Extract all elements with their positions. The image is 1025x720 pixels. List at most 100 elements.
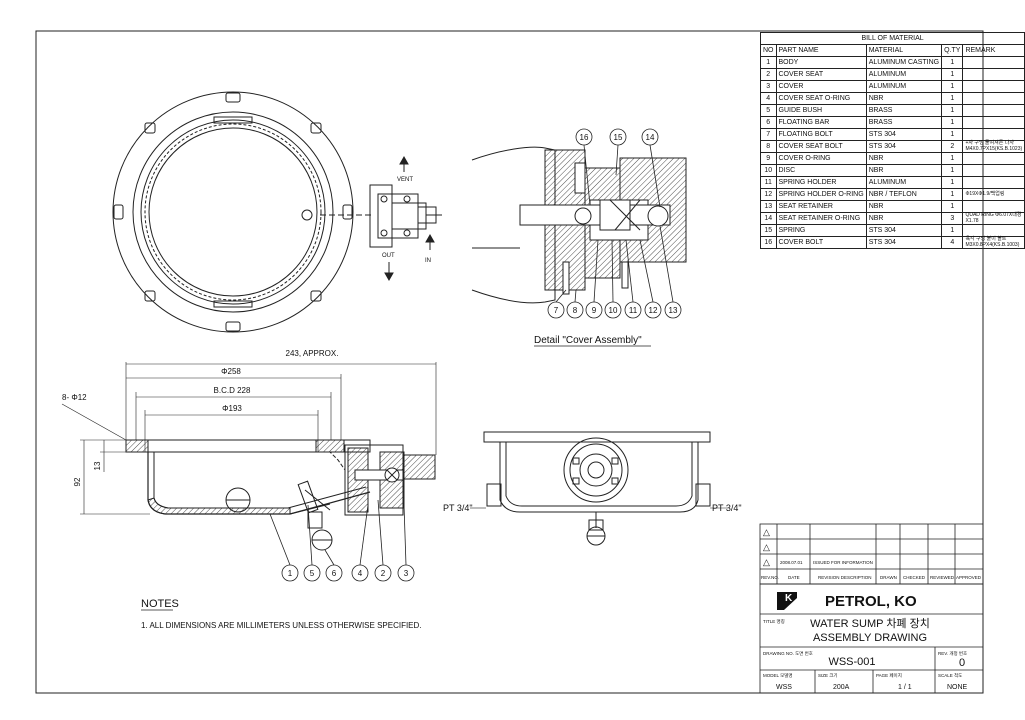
section-view: [61, 362, 437, 551]
dim-bcd: B.C.D 228: [214, 386, 251, 395]
bom-cell-remark: Φ19XΦ1.9/백업링: [962, 188, 1025, 201]
bom-cell-no: 7: [760, 128, 777, 141]
title-line1: WATER SUMP 차폐 장치: [810, 617, 930, 630]
rev-mark-1: △: [763, 527, 770, 537]
callout-14: 14: [646, 133, 655, 142]
bom-cell-no: 13: [760, 200, 777, 213]
rev-h-reviewed: REVIEWED: [930, 575, 955, 580]
bom-cell-qty: 1: [941, 164, 964, 177]
bom-cell-remark: [962, 92, 1025, 105]
callout-6: 6: [332, 569, 337, 578]
bom-cell-remark: [962, 116, 1025, 129]
bom-cell-material: BRASS: [865, 116, 943, 129]
bom-cell-part: COVER BOLT: [775, 236, 867, 249]
dim-h13: 13: [93, 461, 102, 470]
bom-cell-remark: [962, 68, 1025, 81]
bom-cell-part: COVER SEAT O-RING: [775, 92, 867, 105]
bom-cell-part: SEAT RETAINER O-RING: [775, 212, 867, 225]
flange-bolt-holes: [113, 92, 353, 332]
rev-value: 0: [959, 657, 965, 669]
drawing-no: WSS-001: [828, 656, 875, 668]
bom-cell-no: 15: [760, 224, 777, 237]
bom-cell-no: 1: [760, 56, 777, 69]
pt-right-label: PT 3/4": [712, 503, 742, 513]
bom-header-qty: Q.TY: [941, 44, 964, 57]
detail-callout-labels: 16 15 14 7 8 9 10 11 12 13: [554, 133, 678, 315]
bom-header-part: PART NAME: [775, 44, 867, 57]
bom-cell-part: DISC: [775, 164, 867, 177]
title-label: TITLE 명칭: [763, 618, 785, 624]
detail-caption: Detail "Cover Assembly": [534, 335, 642, 346]
callout-4: 4: [358, 569, 363, 578]
bom-cell-part: GUIDE BUSH: [775, 104, 867, 117]
title-line2: ASSEMBLY DRAWING: [813, 632, 927, 644]
note-item: 1. ALL DIMENSIONS ARE MILLIMETERS UNLESS…: [141, 621, 422, 630]
rev-date: 2008.07.01: [780, 560, 803, 565]
bom-cell-remark: [962, 56, 1025, 69]
bom-cell-remark: [962, 128, 1025, 141]
bom-cell-remark: +자 구멍 둘여져든 나사 M4X0.7PX15(KS.B.1023): [962, 140, 1025, 153]
rev-label: REV. 개정 번호: [938, 650, 967, 657]
side-view: [470, 431, 728, 546]
bom-cell-qty: 1: [941, 176, 964, 189]
bom-cell-material: NBR: [865, 164, 943, 177]
title-block: [759, 583, 984, 694]
callout-9: 9: [592, 306, 597, 315]
model-label: MODEL 모델명: [763, 672, 793, 678]
pt-left-label: PT 3/4": [443, 503, 473, 513]
notes-title: NOTES: [141, 598, 179, 610]
bom-cell-part: SPRING HOLDER O-RING: [775, 188, 867, 201]
bom-cell-qty: 1: [941, 56, 964, 69]
bom-cell-no: 14: [760, 212, 777, 225]
section-callout-labels: 1 5 6 4 2 3: [288, 569, 409, 578]
callout-2: 2: [381, 569, 386, 578]
sheet-border: [35, 30, 984, 694]
bom-cell-qty: 1: [941, 128, 964, 141]
bom-cell-part: SPRING HOLDER: [775, 176, 867, 189]
bom-cell-no: 12: [760, 188, 777, 201]
callout-15: 15: [614, 133, 623, 142]
bom-cell-remark: [962, 104, 1025, 117]
bom-cell-material: ALUMINUM: [865, 68, 943, 81]
bom-cell-material: BRASS: [865, 104, 943, 117]
rev-desc: ISSUED FOR INFORMATION: [813, 560, 873, 565]
bom-cell-material: ALUMINUM: [865, 80, 943, 93]
bom-cell-part: COVER SEAT: [775, 68, 867, 81]
bom-cell-part: COVER SEAT BOLT: [775, 140, 867, 153]
detail-callouts: [547, 128, 682, 319]
bom-cell-material: NBR: [865, 212, 943, 225]
bom-cell-no: 2: [760, 68, 777, 81]
rev-h-approved: APPROVED: [956, 575, 982, 580]
bom-cell-material: STS 304: [865, 236, 943, 249]
rev-h-date: DATE: [788, 575, 800, 580]
bom-header-remark: REMARK: [962, 44, 1025, 57]
scale-value: NONE: [947, 684, 968, 691]
bom-cell-part: FLOATING BAR: [775, 116, 867, 129]
bill-of-material: BILL OF MATERIAL NO PART NAME MATERIAL Q…: [759, 32, 1025, 249]
bom-cell-no: 3: [760, 80, 777, 93]
bom-cell-qty: 1: [941, 68, 964, 81]
bom-cell-remark: [962, 176, 1025, 189]
bom-cell-remark: 육각 구멍 붙이 볼트 M3X0.8PX4(KS.B.1003): [962, 236, 1025, 249]
rev-h-desc: REVISION DESCRIPTION: [818, 575, 872, 580]
callout-1: 1: [288, 569, 293, 578]
bom-cell-material: STS 304: [865, 224, 943, 237]
section-callouts: [269, 499, 415, 582]
bom-cell-remark: [962, 224, 1025, 237]
dim-holes: 8- Φ12: [62, 393, 87, 402]
company-logo: K: [777, 592, 797, 610]
dim-approx: 243, APPROX.: [286, 349, 339, 358]
callout-16: 16: [580, 133, 589, 142]
bom-cell-remark: [962, 80, 1025, 93]
callout-11: 11: [629, 306, 638, 315]
rev-h-no: REV.NO.: [761, 575, 779, 580]
bom-cell-part: COVER: [775, 80, 867, 93]
